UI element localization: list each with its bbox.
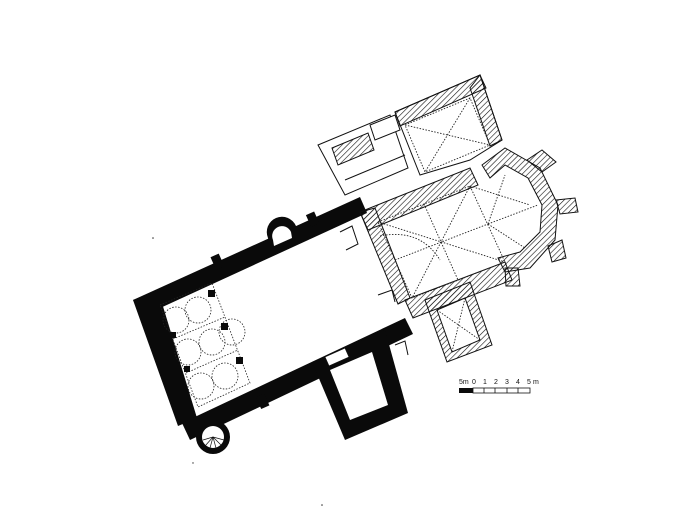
- south-chapel: [424, 281, 493, 363]
- south-porch: [312, 330, 408, 440]
- scale-tick-0: 0: [472, 379, 476, 386]
- scale-bar-ticks: [483, 388, 519, 393]
- scale-tick-3: 3: [505, 379, 509, 386]
- paper-specks: [152, 237, 323, 506]
- west-gallery-vaults: [159, 282, 251, 408]
- scale-bar-filled-segment: [459, 388, 473, 393]
- junction-outlines: [339, 225, 409, 356]
- west-gallery-piers: [170, 290, 243, 372]
- scale-tick-2: 2: [494, 379, 498, 386]
- scale-unit-right: m: [533, 379, 539, 386]
- north-niche: [266, 216, 298, 248]
- chancel-vault-ribs: [377, 174, 539, 299]
- scale-bar: 5m 0 1 2 3 4 5 m: [459, 379, 539, 394]
- scale-tick-1: 1: [483, 379, 487, 386]
- apse-buttresses: [504, 149, 579, 287]
- scale-bar-outline: [472, 387, 531, 394]
- spiral-stair: [196, 420, 230, 454]
- scale-tick-5: 5: [527, 379, 531, 386]
- scale-unit-left: 5m: [459, 379, 469, 386]
- north-sacristy: [394, 73, 503, 176]
- north-annex: [317, 114, 409, 196]
- scale-tick-4: 4: [516, 379, 520, 386]
